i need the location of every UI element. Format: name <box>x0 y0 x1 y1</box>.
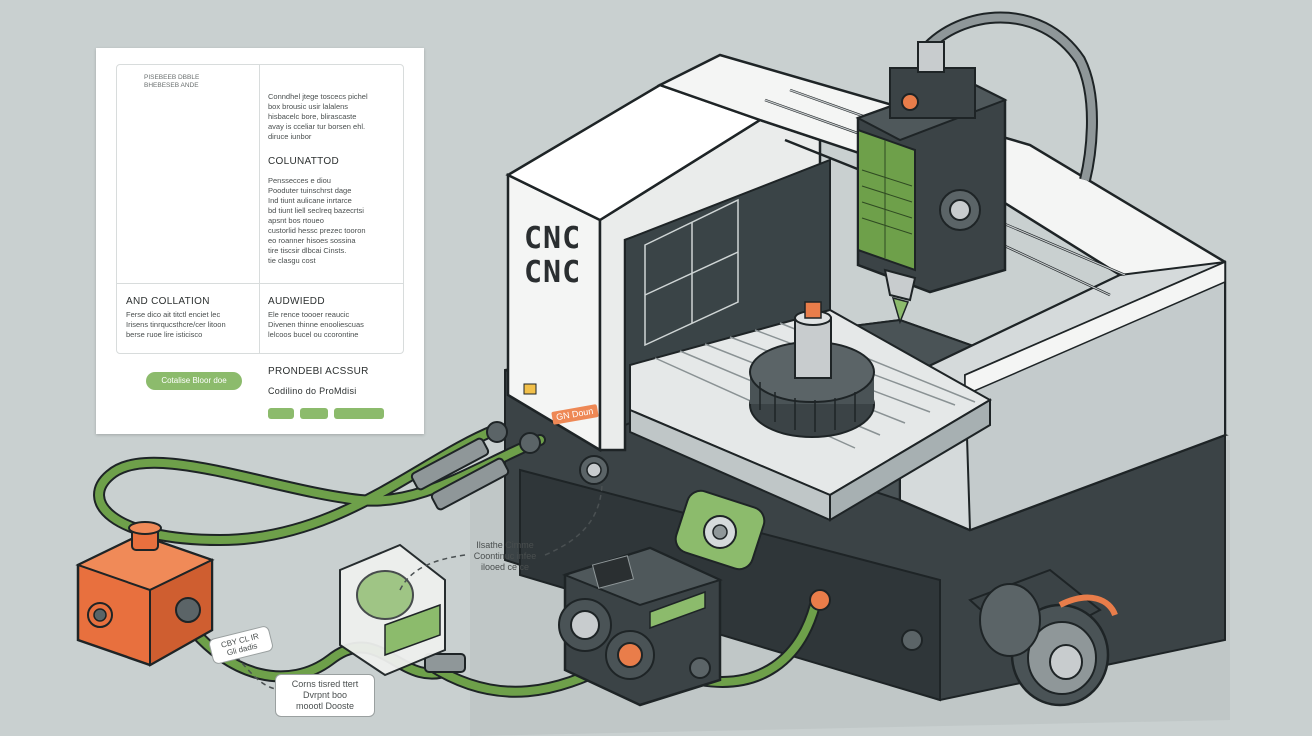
stepper-motor <box>968 568 1118 707</box>
callout-upper: Ilsathe Cimme Coontinuc infee ilooed ce … <box>473 540 537 572</box>
panel-title-line-1: PISEBEEB DBBLE <box>144 74 200 81</box>
section1-heading: COLUNATTOD <box>268 156 339 167</box>
callout-lower: Corns tisred ttert Dvrpnt boo moootl Doo… <box>275 674 375 717</box>
coolant-pump <box>75 521 215 667</box>
section1-body: Penssecces e diou Pooduter tuinschrst da… <box>268 176 366 265</box>
info-panel: PISEBEEB DBBLE BHEBESEB ANDE Conndhel jt… <box>96 48 424 434</box>
option-button-2[interactable] <box>300 408 328 419</box>
spindle-display <box>857 128 916 272</box>
option-button-3[interactable] <box>334 408 384 419</box>
section4-sub: Codilino do ProMdisi <box>268 386 357 396</box>
status-pill[interactable]: Cotalise Bloor doe <box>146 372 242 390</box>
section4-heading: PRONDEBI ACSSUR <box>268 366 369 377</box>
section2-body: Ferse dico ait titctl enciet lec Irisens… <box>126 310 226 339</box>
section2-heading: AND COLLATION <box>126 296 210 307</box>
info-frame <box>116 64 404 354</box>
panel-intro: Conndhel jtege toscecs pichel box brousi… <box>268 92 368 141</box>
machine-brand-label: CNC CNC <box>524 221 582 290</box>
filter-unit <box>339 543 446 677</box>
option-button-1[interactable] <box>268 408 294 419</box>
panel-title-line-2: BHEBESEB ANDE <box>144 82 199 89</box>
section3-heading: AUDWIEDD <box>268 296 325 307</box>
controller-box <box>558 546 723 707</box>
section3-body: Ele rence toooer reaucic Divenen thinne … <box>268 310 364 339</box>
